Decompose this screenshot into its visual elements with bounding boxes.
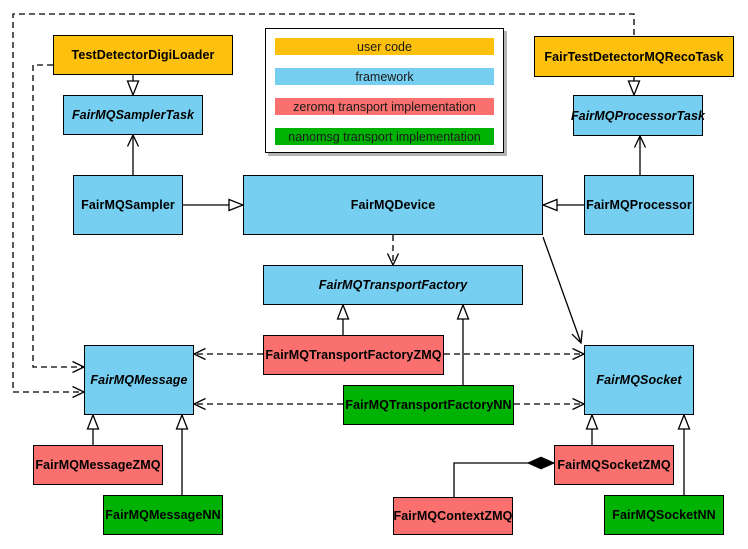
node-fairmqprocessortask: FairMQProcessorTask: [571, 95, 705, 136]
edge-recotask-message-dependency: [12, 13, 635, 392]
node-fairmqmessagenn: FairMQMessageNN: [103, 495, 223, 535]
node-fairmqprocessor: FairMQProcessor: [584, 175, 694, 235]
legend-item-nanomsg: nanomsg transport implementation: [275, 128, 494, 145]
node-fairmqtransportfactoryzmq: FairMQTransportFactoryZMQ: [263, 335, 444, 375]
node-fairmqsocket: FairMQSocket: [584, 345, 694, 415]
edge-contextzmq-socketzmq-composition: [453, 463, 554, 497]
node-fairmqsampler: FairMQSampler: [73, 175, 183, 235]
node-fairmqtransportfactorynn: FairMQTransportFactoryNN: [343, 385, 514, 425]
edge-device-socket-association: [542, 236, 581, 343]
legend-item-framework: framework: [275, 68, 494, 85]
node-fairmqtransportfactory: FairMQTransportFactory: [263, 265, 523, 305]
node-fairmqdevice: FairMQDevice: [243, 175, 543, 235]
node-fairmqmessage: FairMQMessage: [84, 345, 194, 415]
node-fairmqsocketnn: FairMQSocketNN: [604, 495, 724, 535]
node-testdetectordigiloader: TestDetectorDigiLoader: [53, 35, 233, 75]
node-fairmqmessagezmq: FairMQMessageZMQ: [33, 445, 163, 485]
legend-item-zeromq: zeromq transport implementation: [275, 98, 494, 115]
node-fairmqsocketzmq: FairMQSocketZMQ: [554, 445, 674, 485]
node-fairtestdetectormqrecotask: FairTestDetectorMQRecoTask: [534, 36, 734, 77]
node-fairmqcontextzmq: FairMQContextZMQ: [393, 497, 513, 535]
legend-item-user-code: user code: [275, 38, 494, 55]
node-fairmqsamplertask: FairMQSamplerTask: [63, 95, 203, 135]
legend: user code framework zeromq transport imp…: [265, 28, 504, 153]
edge-digiloader-message-dependency: [32, 64, 84, 367]
